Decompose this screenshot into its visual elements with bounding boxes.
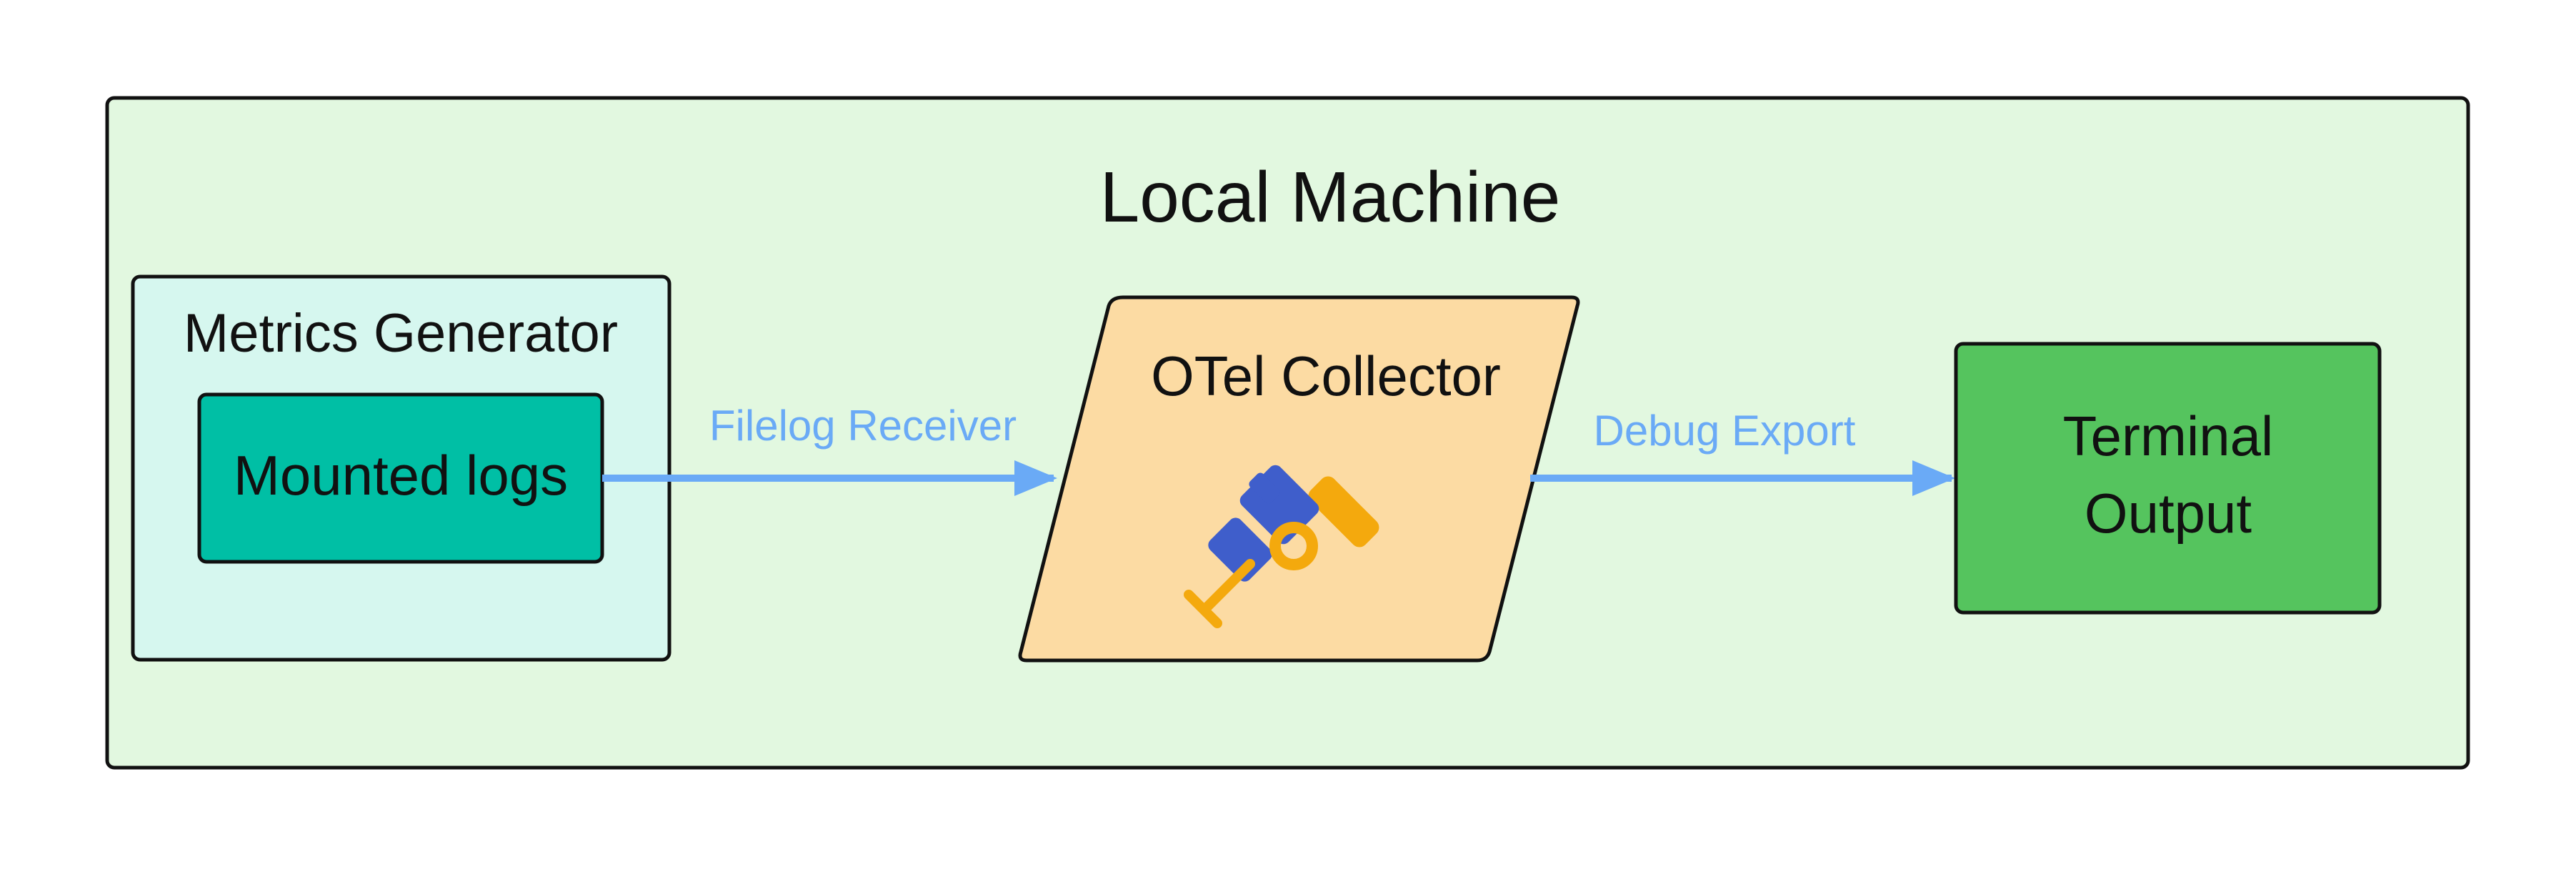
otel-collector-shape [1018,295,1580,663]
terminal-output-line1: Terminal [2063,405,2274,467]
terminal-output-line2: Output [2085,482,2252,545]
local-machine-title: Local Machine [1100,157,1561,237]
telescope-icon [1184,465,1379,628]
metrics-generator-title: Metrics Generator [184,303,618,364]
otel-collector-title: OTel Collector [1151,345,1501,407]
mounted-logs-label: Mounted logs [234,444,568,507]
debug-export-label: Debug Export [1594,407,1856,455]
filelog-receiver-label: Filelog Receiver [709,402,1017,450]
terminal-output-box [1954,342,2382,615]
